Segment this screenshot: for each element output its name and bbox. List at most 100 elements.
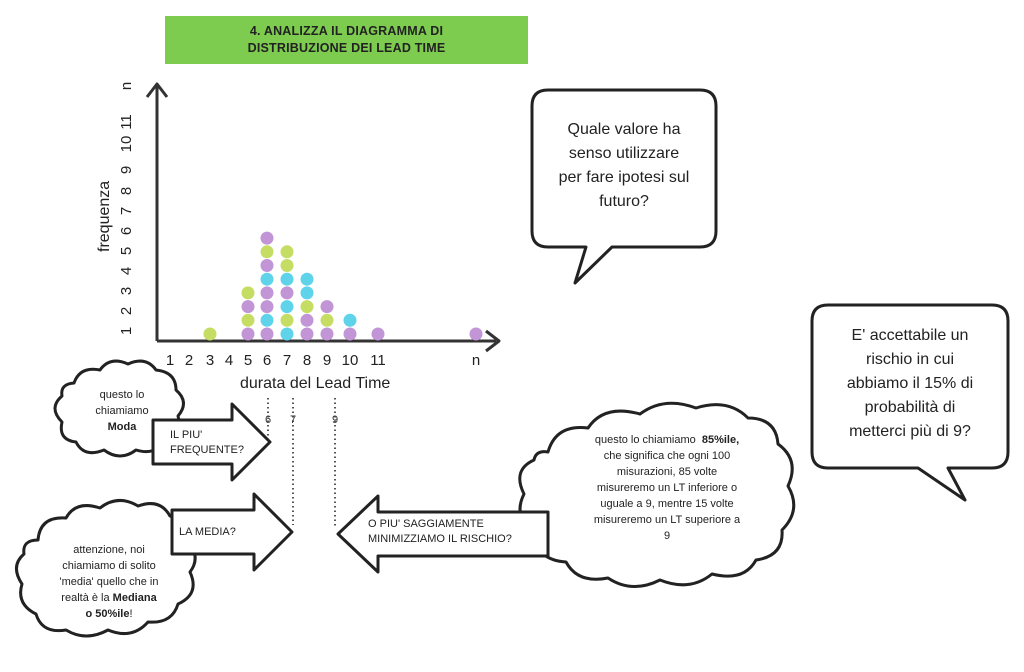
cloud-mediana [15, 499, 197, 638]
arrow-media [170, 492, 294, 572]
arrow-moda-line: FREQUENTE? [170, 444, 244, 456]
data-dot [241, 300, 255, 314]
y-tick-label: 4 [118, 266, 135, 276]
data-dot [371, 327, 385, 341]
cloud-85-line: misurazioni, 85 volte [616, 466, 718, 478]
x-tick-label: 9 [322, 352, 332, 369]
data-dot [300, 327, 314, 341]
bubble-question-line: per fare ipotesi sul [558, 169, 690, 186]
x-tick-label: 11 [370, 352, 386, 369]
bubble-risk-text: E' accettabile un rischio in cui abbiamo… [814, 324, 1006, 444]
arrow-moda-line: IL PIU' [170, 429, 203, 441]
data-dot [320, 300, 334, 314]
y-tick-label: 8 [118, 186, 135, 196]
data-dot [280, 313, 294, 327]
p85-marker-label: 9 [331, 414, 339, 426]
cloud-mediana-line: realtà è la [61, 592, 113, 604]
data-dot [300, 300, 314, 314]
data-dot [469, 327, 483, 341]
dot-plot [203, 231, 483, 341]
cloud-mediana-text: attenzione, noi chiamiamo di solito 'med… [30, 542, 188, 622]
cloud-mediana-term-2: o 50%ile [85, 608, 130, 620]
cloud-mediana-line: chiamiamo di solito [62, 560, 156, 572]
data-dot [343, 313, 357, 327]
cloud-mediana-line: 'media' quello che in [59, 576, 159, 588]
cloud-85-line: che significa che ogni 100 [603, 450, 731, 462]
title-banner: 4. ANALIZZA IL DIAGRAMMA DI DISTRIBUZION… [165, 16, 528, 64]
bubble-risk-line: E' accettabile un [851, 327, 969, 344]
arrow-media-text: LA MEDIA? [179, 526, 236, 538]
bubble-question-line: senso utilizzare [568, 145, 680, 162]
cloud-85-line: questo lo chiamiamo [594, 434, 702, 446]
data-dot [241, 313, 255, 327]
data-dot [320, 327, 334, 341]
cloud-85-line: uguale a 9, mentre 15 volte [600, 498, 734, 510]
media-marker-label: 7 [289, 414, 297, 426]
y-tick-label: 1 [118, 326, 135, 336]
data-dot [280, 272, 294, 286]
bubble-question-text: Quale valore ha senso utilizzare per far… [534, 118, 714, 214]
x-tick-label: 6 [262, 352, 272, 369]
arrow-moda [151, 402, 272, 482]
data-dot [241, 286, 255, 300]
cloud-85-line: misureremo un LT inferiore o [596, 482, 738, 494]
x-axis-label: durata del Lead Time [240, 375, 391, 392]
moda-marker-label: 6 [264, 414, 272, 426]
data-dot [280, 259, 294, 272]
title-line-2: DISTRIBUZIONE DEI LEAD TIME [247, 41, 446, 55]
cloud-85-line: misureremo un LT superiore a [593, 514, 741, 526]
x-tick-label: 7 [282, 352, 292, 369]
cloud-85-line: 9 [663, 530, 671, 542]
cloud-mediana-term: Mediana [112, 592, 157, 604]
y-tick-label: 11 [118, 114, 135, 130]
data-dot [203, 327, 217, 341]
data-dot [280, 245, 294, 259]
data-dot [280, 300, 294, 314]
y-axis-arrowhead [145, 82, 169, 98]
cloud-mediana-line: ! [129, 608, 133, 620]
y-tick-label: 9 [118, 165, 135, 175]
arrow-moda-text: IL PIU' FREQUENTE? [170, 428, 244, 458]
x-tick-label: 1 [165, 352, 175, 369]
data-dot [260, 259, 274, 272]
x-tick-label: 2 [184, 352, 194, 369]
arrow-risk-line: MINIMIZZIAMO IL RISCHIO? [368, 533, 512, 545]
data-dot [300, 272, 314, 286]
data-dot [260, 272, 274, 286]
data-dot [241, 327, 255, 341]
bubble-risk-line: metterci più di 9? [849, 423, 971, 440]
speech-bubble-question [530, 88, 718, 285]
cloud-mediana-line: attenzione, noi [73, 544, 145, 556]
data-dot [260, 245, 274, 259]
y-tick-label: 3 [118, 286, 135, 296]
bubble-risk-line: abbiamo il 15% di [846, 375, 974, 392]
x-tick-label: 3 [205, 352, 215, 369]
y-tick-label: 10 [118, 135, 135, 153]
data-dot [260, 300, 274, 314]
cloud-moda-text: questo lo chiamiamo Moda [72, 387, 172, 435]
data-dot [280, 327, 294, 341]
data-dot [260, 313, 274, 327]
x-tick-label: n [471, 352, 481, 369]
data-dot [343, 327, 357, 341]
arrow-risk [336, 494, 550, 574]
data-dot [260, 327, 274, 341]
data-dot [260, 286, 274, 300]
bubble-question-line: futuro? [599, 193, 649, 210]
y-tick-label: 2 [118, 306, 135, 316]
title-line-1: 4. ANALIZZA IL DIAGRAMMA DI [249, 24, 444, 38]
data-dot [280, 286, 294, 300]
bubble-risk-line: probabilità di [864, 399, 956, 416]
data-dot [300, 286, 314, 300]
speech-bubble-risk [810, 303, 1010, 502]
y-tick-label: 7 [118, 206, 135, 216]
y-tick-label: 6 [118, 226, 135, 236]
bubble-risk-line: rischio in cui [865, 351, 955, 368]
data-dot [300, 313, 314, 327]
x-tick-label: 8 [302, 352, 312, 369]
cloud-85-text: questo lo chiamiamo 85%ile, che signific… [556, 432, 778, 544]
cloud-moda-line: chiamiamo [95, 405, 149, 417]
data-dot [260, 231, 274, 245]
